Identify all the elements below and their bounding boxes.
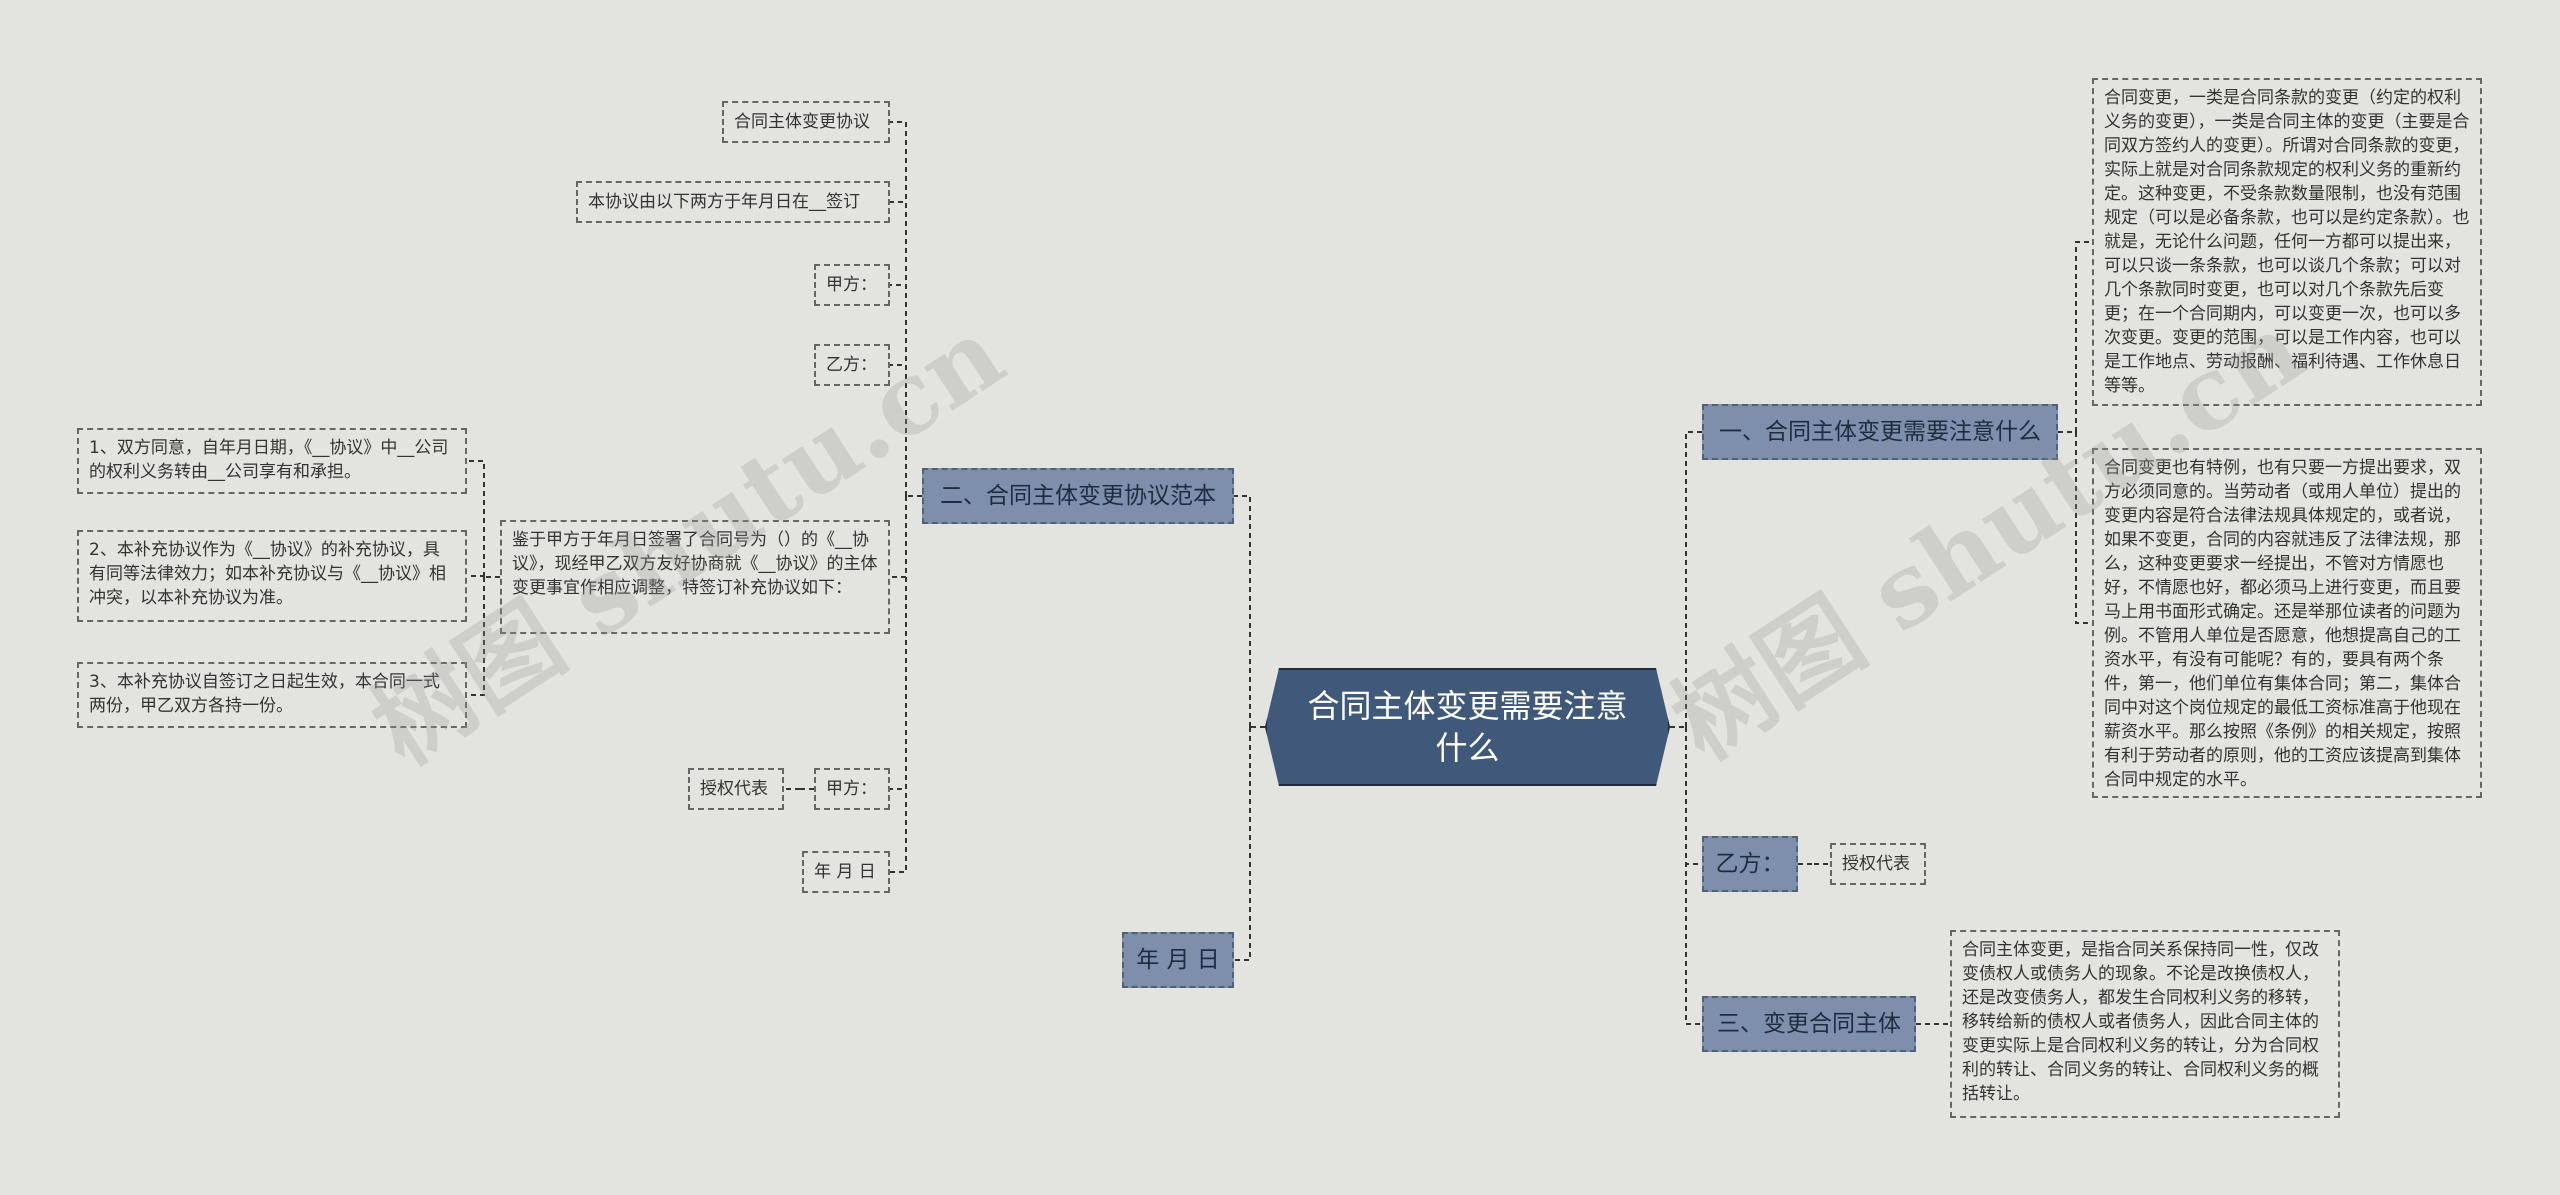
leaf-clause-1[interactable]: 1、双方同意，自年月日期，《__协议》中__公司的权利义务转由__公司享有和承担… [77,428,467,494]
branch-label: 一、合同主体变更需要注意什么 [1719,419,2041,445]
connector-agreement [890,496,907,790]
leaf-party-a-sign[interactable]: 甲方： [814,768,890,810]
connector-agreement [890,496,907,578]
branch-label: 二、合同主体变更协议范本 [940,483,1216,509]
leaf-date[interactable]: 年 月 日 [802,851,890,893]
leaf-authorized-rep[interactable]: 授权代表 [688,768,784,810]
leaf-subject-change-definition[interactable]: 合同主体变更，是指合同关系保持同一性，仅改变债权人或债务人的现象。不论是改换债权… [1950,930,2340,1118]
leaf-clause-2[interactable]: 2、本补充协议作为《__协议》的补充协议，具有同等法律效力；如本补充协议与《__… [77,530,467,622]
connector-agreement [890,496,907,873]
connector-agreement [890,364,907,496]
connector-notes [2075,241,2092,432]
branch-agreement-template[interactable]: 二、合同主体变更协议范本 [922,468,1234,524]
leaf-party-b-authorized-rep[interactable]: 授权代表 [1830,843,1926,885]
branch-date[interactable]: 年 月 日 [1122,932,1234,988]
branch-change-subject[interactable]: 三、变更合同主体 [1702,996,1916,1052]
connector-notes [2075,432,2092,624]
connector-agreement [890,121,907,496]
connector-root-right [1685,431,1702,727]
connector-root-left [1234,495,1251,727]
root-topic-label: 合同主体变更需要注意什么 [1307,687,1628,767]
leaf-clause-3[interactable]: 3、本补充协议自签订之日起生效，本合同一式两份，甲乙双方各持一份。 [77,662,467,728]
connector-root-right [1685,727,1702,865]
branch-label: 三、变更合同主体 [1717,1011,1901,1037]
root-topic[interactable]: 合同主体变更需要注意什么 [1265,668,1670,786]
connector-root-left [1234,727,1251,961]
leaf-preamble[interactable]: 鉴于甲方于年月日签署了合同号为（）的《__协议》，现经甲乙双方友好协商就《__协… [500,520,890,634]
branch-label: 乙方： [1715,851,1785,877]
branch-label: 年 月 日 [1136,947,1220,973]
connector-clauses [467,575,485,577]
leaf-contract-change-exception[interactable]: 合同变更也有特例，也有只要一方提出要求，双方必须同意的。当劳动者（或用人单位）提… [2092,448,2482,798]
leaf-signing-statement[interactable]: 本协议由以下两方于年月日在__签订 [576,181,890,223]
leaf-agreement-title[interactable]: 合同主体变更协议 [722,101,890,143]
leaf-party-b[interactable]: 乙方： [814,344,890,386]
connector-clauses [467,460,485,577]
leaf-party-a[interactable]: 甲方： [814,264,890,306]
connector-root-right [1685,727,1702,1025]
branch-party-b[interactable]: 乙方： [1702,836,1798,892]
branch-notes[interactable]: 一、合同主体变更需要注意什么 [1702,404,2058,460]
connector-agreement [890,284,907,496]
leaf-contract-change-explanation[interactable]: 合同变更，一类是合同条款的变更（约定的权利义务的变更），一类是合同主体的变更（主… [2092,78,2482,406]
connector-clauses [467,577,485,696]
connector-agreement [890,201,907,496]
